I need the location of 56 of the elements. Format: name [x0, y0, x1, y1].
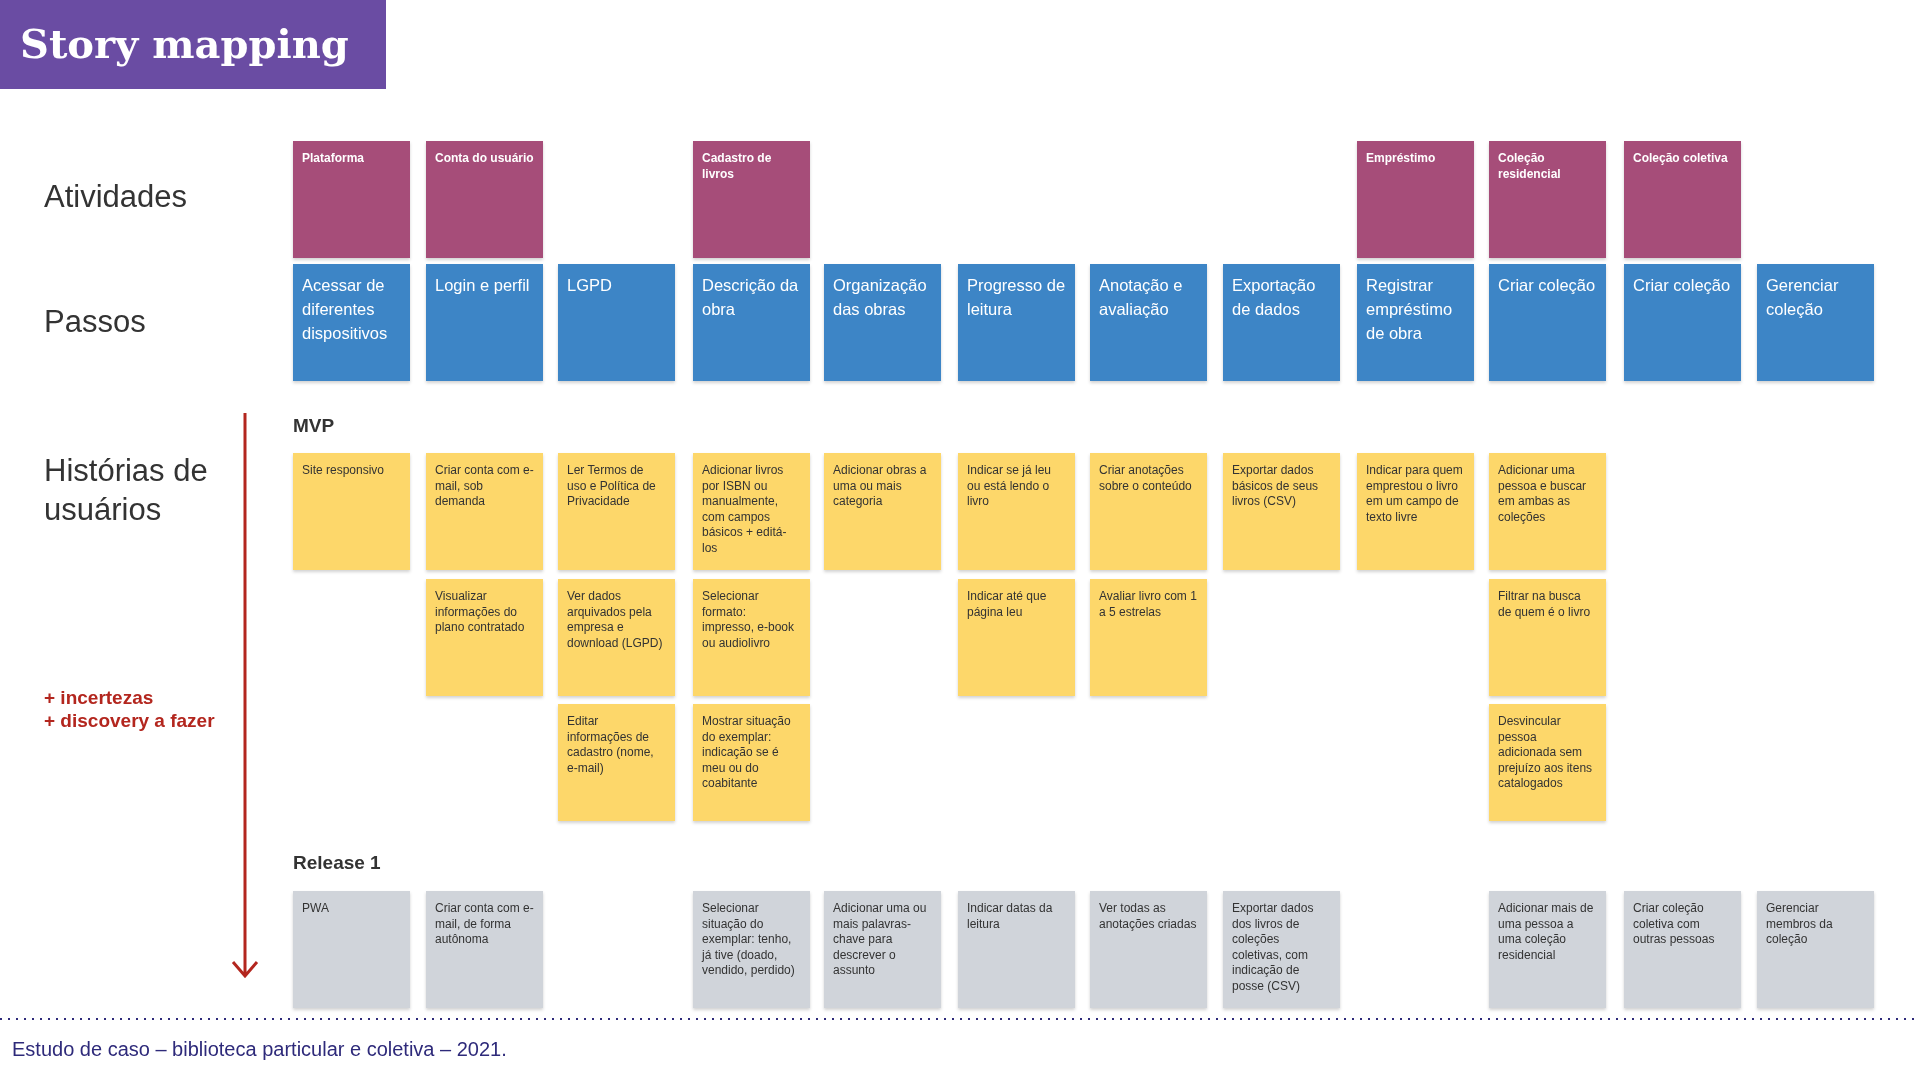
story-note: Selecionar situação do exemplar: tenho, já tive (doado, vendido, perdido) [693, 891, 810, 1008]
story-note: Site responsivo [293, 453, 410, 570]
activity-card: Cadastro de livros [693, 141, 810, 258]
story-note: Criar conta com e-mail, de forma autônoma [426, 891, 543, 1008]
story-note: Avaliar livro com 1 a 5 estrelas [1090, 579, 1207, 696]
story-note: Adicionar uma ou mais palavras-chave para descrever o assunto [824, 891, 941, 1008]
note-text: + incertezas [44, 686, 154, 710]
step-card: Anotação e avaliação [1090, 264, 1207, 381]
story-note: Desvincular pessoa adicionada sem prejuízo aos itens catalogados [1489, 704, 1606, 821]
story-note: Adicionar obras a uma ou mais categoria [824, 453, 941, 570]
story-note: Indicar datas da leitura [958, 891, 1075, 1008]
story-note: Editar informações de cadastro (nome, e-mail) [558, 704, 675, 821]
story-note: Exportar dados básicos de seus livros (CSV) [1223, 453, 1340, 570]
step-card: Exportação de dados [1223, 264, 1340, 381]
story-note: Indicar até que página leu [958, 579, 1075, 696]
activity-card: Plataforma [293, 141, 410, 258]
story-note: Ler Termos de uso e Política de Privacidade [558, 453, 675, 570]
story-note: Exportar dados dos livros de coleções coletivas, com indicação de posse (CSV) [1223, 891, 1340, 1008]
row-heading: Passos [44, 303, 146, 341]
step-card: Criar coleção [1624, 264, 1741, 381]
step-card: Gerenciar coleção [1757, 264, 1874, 381]
story-note: Adicionar livros por ISBN ou manualmente, com campos básicos + editá-los [693, 453, 810, 570]
step-card: Progresso de leitura [958, 264, 1075, 381]
story-note: Selecionar formato: impresso, e-book ou audiolivro [693, 579, 810, 696]
activity-card: Coleção residencial [1489, 141, 1606, 258]
title: Story mapping [0, 0, 386, 89]
story-note: PWA [293, 891, 410, 1008]
story-note: Adicionar mais de uma pessoa a uma coleção residencial [1489, 891, 1606, 1008]
row-heading: Histórias de usuários [44, 452, 209, 529]
activity-card: Conta do usuário [426, 141, 543, 258]
story-note: Indicar se já leu ou está lendo o livro [958, 453, 1075, 570]
note-text: + discovery a fazer [44, 709, 215, 733]
activity-card: Empréstimo [1357, 141, 1474, 258]
story-note: Criar conta com e-mail, sob demanda [426, 453, 543, 570]
caption: Estudo de caso – biblioteca particular e coletiva – 2021. [12, 1038, 507, 1061]
story-note: Criar coleção coletiva com outras pessoas [1624, 891, 1741, 1008]
story-note: Adicionar uma pessoa e buscar em ambas as coleções [1489, 453, 1606, 570]
step-card: Organização das obras [824, 264, 941, 381]
story-note: Filtrar na busca de quem é o livro [1489, 579, 1606, 696]
story-note: Visualizar informações do plano contratado [426, 579, 543, 696]
story-note: Mostrar situação do exemplar: indicação se é meu ou do coabitante [693, 704, 810, 821]
step-card: LGPD [558, 264, 675, 381]
row-heading: Atividades [44, 178, 188, 216]
story-note: Ver todas as anotações criadas [1090, 891, 1207, 1008]
release-heading: Release 1 [293, 851, 381, 875]
step-card: Login e perfil [426, 264, 543, 381]
step-card: Descrição da obra [693, 264, 810, 381]
story-note: Gerenciar membros da coleção [1757, 891, 1874, 1008]
activity-card: Coleção coletiva [1624, 141, 1741, 258]
step-card: Registrar empréstimo de obra [1357, 264, 1474, 381]
story-note: Criar anotações sobre o conteúdo [1090, 453, 1207, 570]
story-note: Ver dados arquivados pela empresa e download (LGPD) [558, 579, 675, 696]
story-note: Indicar para quem emprestou o livro em um campo de texto livre [1357, 453, 1474, 570]
step-card: Acessar de diferentes dispositivos [293, 264, 410, 381]
release-heading: MVP [293, 414, 335, 438]
step-card: Criar coleção [1489, 264, 1606, 381]
